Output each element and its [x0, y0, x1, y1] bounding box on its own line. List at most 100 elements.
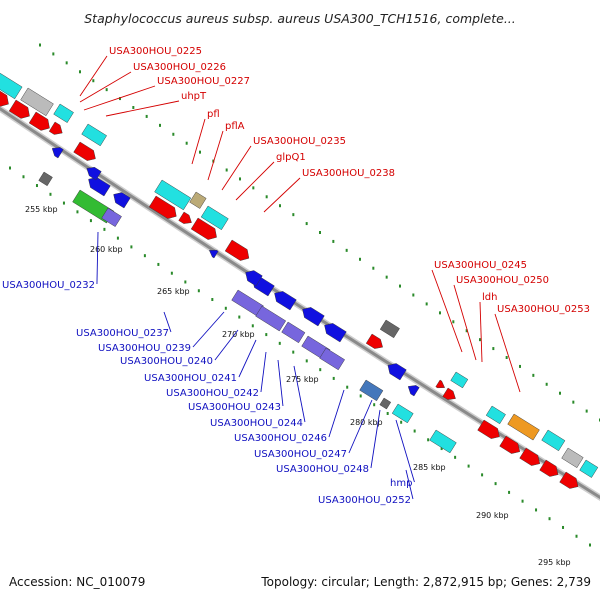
- cds-arrow-shape: [274, 291, 297, 311]
- gene-label: USA300HOU_0238: [302, 168, 395, 179]
- inner-tick: [400, 420, 403, 424]
- lavender-block: [319, 347, 345, 371]
- cds-arrow: [86, 167, 102, 181]
- tick-marks: [9, 43, 600, 547]
- leader-line: [214, 329, 239, 361]
- cds-arrow-shape: [387, 363, 407, 381]
- cyan-block-shape: [200, 205, 229, 231]
- cds-arrow-shape: [407, 385, 420, 397]
- outer-tick: [425, 302, 428, 306]
- leader-line: [431, 269, 463, 353]
- gene-label: USA300HOU_0225: [109, 46, 202, 57]
- cyan-block-shape: [450, 371, 469, 389]
- cyan-block-shape: [429, 429, 457, 454]
- leader-line: [479, 301, 483, 363]
- gene-label: USA300HOU_0239: [98, 343, 191, 354]
- cyan-block: [53, 103, 74, 123]
- leader-line: [79, 55, 108, 97]
- outer-tick: [79, 70, 81, 74]
- cyan-block: [429, 429, 457, 454]
- inner-tick: [251, 324, 254, 328]
- kbp-label: 275 kbp: [286, 375, 319, 384]
- cyan-block-shape: [81, 123, 107, 147]
- steel-block: [359, 379, 384, 402]
- gene-label: USA300HOU_0240: [120, 356, 213, 367]
- outer-tick: [225, 168, 228, 172]
- cds-arrow: [442, 387, 456, 400]
- leader-line: [277, 359, 284, 407]
- inner-tick: [224, 306, 227, 310]
- cds-arrow-shape: [88, 177, 111, 197]
- gene-label: USA300HOU_0226: [133, 62, 226, 73]
- inner-tick: [535, 508, 538, 512]
- cyan-block-shape: [53, 103, 74, 123]
- gray-block-shape: [379, 319, 400, 339]
- inner-tick: [211, 298, 214, 302]
- cyan-block-shape: [579, 459, 599, 478]
- gray-block-shape: [379, 397, 392, 410]
- leader-line: [348, 399, 373, 454]
- outer-tick: [172, 132, 175, 136]
- outer-tick: [519, 364, 521, 368]
- outer-tick: [332, 239, 335, 243]
- gray-block: [379, 397, 392, 410]
- cds-arrow: [113, 192, 131, 209]
- inner-tick: [103, 227, 106, 231]
- inner-tick: [62, 201, 65, 205]
- cyan-block-shape: [154, 179, 192, 211]
- kbp-label: 280 kbp: [350, 418, 383, 427]
- outer-tick: [372, 266, 375, 270]
- outer-tick: [399, 284, 401, 288]
- inner-tick: [575, 534, 578, 538]
- leader-line: [494, 313, 521, 393]
- cyan-block: [391, 403, 414, 424]
- cds-arrow-shape: [0, 87, 9, 107]
- lavender-block-shape: [101, 207, 122, 227]
- inner-tick: [548, 517, 551, 521]
- outer-tick: [585, 409, 588, 413]
- inner-tick: [76, 210, 79, 214]
- inner-tick: [238, 315, 241, 319]
- leader-line: [370, 409, 381, 469]
- outer-tick: [439, 311, 441, 315]
- inner-tick: [359, 394, 362, 398]
- outer-tick: [505, 356, 508, 359]
- leader-line: [405, 469, 414, 500]
- leader-line: [395, 419, 415, 483]
- cds-arrow: [274, 291, 297, 311]
- leader-line: [163, 311, 172, 333]
- gene-label: USA300HOU_0243: [188, 402, 281, 413]
- leader-line: [260, 351, 267, 393]
- gene-label: USA300HOU_0244: [210, 418, 303, 429]
- gene-label: ldh: [482, 292, 497, 303]
- cds-arrow: [190, 217, 217, 240]
- outer-tick: [465, 329, 468, 333]
- cds-arrow-shape: [148, 195, 177, 219]
- cds-arrow-shape: [86, 167, 102, 181]
- gene-label: pfl: [207, 109, 220, 120]
- inner-tick: [9, 166, 11, 170]
- leader-line: [453, 284, 477, 361]
- inner-tick: [562, 525, 565, 529]
- cds-arrow: [88, 177, 111, 197]
- cds-arrow: [477, 419, 500, 439]
- cds-arrow: [559, 471, 579, 489]
- gene-label: glpQ1: [276, 152, 306, 163]
- inner-tick: [265, 333, 268, 337]
- inner-tick: [170, 271, 173, 275]
- cds-arrow: [8, 99, 30, 119]
- cds-arrow: [365, 333, 383, 349]
- gene-label: USA300HOU_0237: [76, 328, 169, 339]
- gray-block: [379, 319, 400, 339]
- inner-tick: [292, 350, 295, 354]
- gene-label: USA300HOU_0247: [254, 449, 347, 460]
- gene-label: USA300HOU_0235: [253, 136, 346, 147]
- accession-label: Accession: NC_010079: [9, 575, 146, 589]
- cyan-block: [450, 371, 469, 389]
- leader-line: [293, 365, 306, 423]
- inner-tick: [89, 219, 92, 223]
- orange-block-shape: [507, 413, 540, 441]
- inner-tick: [521, 499, 524, 503]
- cyan-block-shape: [541, 429, 566, 452]
